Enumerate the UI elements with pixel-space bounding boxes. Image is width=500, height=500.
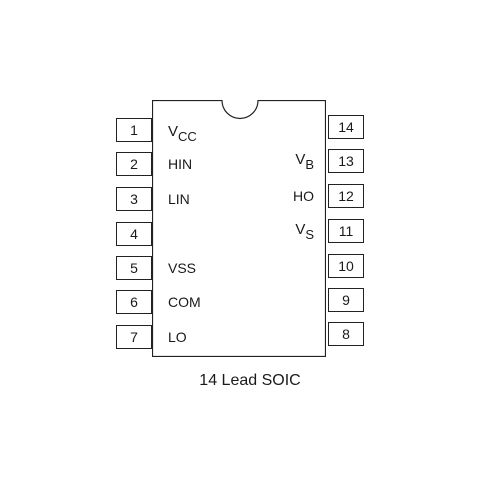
label-ho: HO [293, 188, 314, 204]
pin-number: 9 [342, 292, 350, 308]
pin-8: 8 [328, 322, 364, 346]
pin-14: 14 [328, 115, 364, 139]
label-vss: VSS [168, 260, 197, 276]
label-lin: LIN [168, 191, 190, 207]
ic-outline [152, 100, 326, 357]
package-caption: 14 Lead SOIC [199, 372, 301, 389]
pin-4: 4 [116, 222, 152, 246]
pin-number: 13 [338, 153, 354, 169]
label-lo: LO [168, 329, 187, 345]
pin-number: 7 [130, 329, 138, 345]
pin-number: 5 [130, 260, 138, 276]
label-hin: HIN [168, 156, 193, 172]
pin-7: 7 [116, 325, 152, 349]
pin-number: 11 [338, 223, 354, 239]
pin-number: 3 [130, 191, 138, 207]
pin-1: 1 [116, 118, 152, 142]
label-com: COM [168, 294, 201, 310]
pin-2: 2 [116, 152, 152, 176]
pin-10: 10 [328, 254, 364, 278]
pin-3: 3 [116, 187, 152, 211]
pin-number: 2 [130, 156, 138, 172]
pin-5: 5 [116, 256, 152, 280]
pin-number: 6 [130, 294, 138, 310]
ic-body [152, 100, 326, 357]
pin-number: 14 [338, 119, 354, 135]
ic-notch-outline [152, 100, 326, 357]
label-vs: VS [295, 221, 314, 242]
pin-11: 11 [328, 219, 364, 243]
pin-9: 9 [328, 288, 364, 312]
pin-number: 10 [338, 258, 354, 274]
label-vb: VB [295, 151, 314, 172]
pin-number: 1 [130, 122, 138, 138]
pin-number: 8 [342, 326, 350, 342]
pin-number: 4 [130, 226, 138, 242]
pin-12: 12 [328, 184, 364, 208]
pin-number: 12 [338, 188, 354, 204]
label-vcc: VCC [168, 123, 197, 144]
pin-13: 13 [328, 149, 364, 173]
pin-6: 6 [116, 290, 152, 314]
